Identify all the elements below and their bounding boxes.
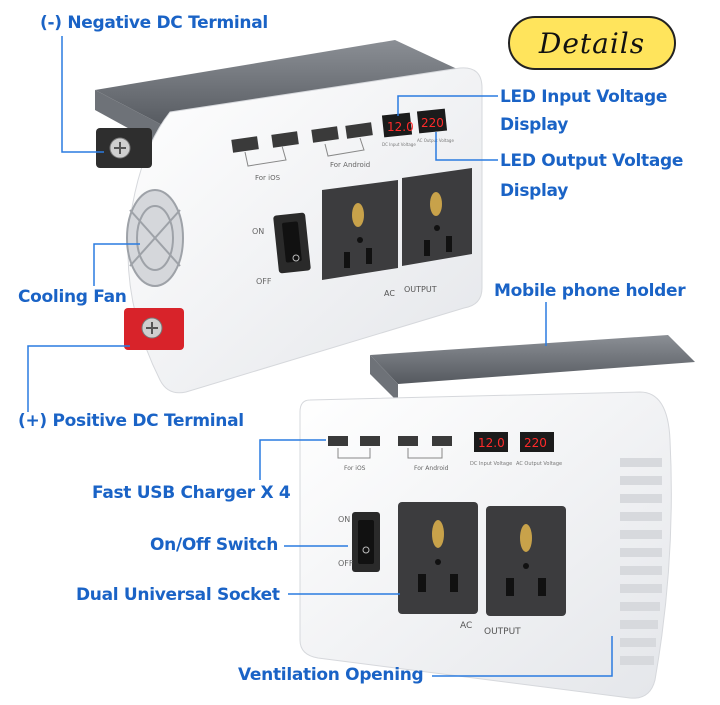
callout-led-input-line1: LED Input Voltage <box>500 87 668 107</box>
callout-cooling-fan: Cooling Fan <box>18 287 127 307</box>
led-output-value-top: 220 <box>421 116 444 130</box>
leader-positive-terminal <box>27 345 130 412</box>
callout-negative-terminal: (-) Negative DC Terminal <box>40 13 268 33</box>
callout-dual-socket: Dual Universal Socket <box>76 585 280 605</box>
details-badge: Details <box>508 16 676 70</box>
output-label-top: OUTPUT <box>404 285 437 294</box>
for-android-label-bottom: For Android <box>414 465 449 472</box>
ac-label-top: AC <box>384 289 395 298</box>
led-output-value-bottom: 220 <box>524 436 547 450</box>
usb-ports-top <box>231 122 373 167</box>
output-label-bottom: OUTPUT <box>484 627 521 637</box>
leader-led-output <box>435 132 498 161</box>
leader-usb-charger <box>259 439 326 480</box>
callout-leader-lines <box>27 36 613 677</box>
led-input-value-top: 12.0 <box>387 120 414 134</box>
led-input-value-bottom: 12.0 <box>478 436 505 450</box>
device-bottom: For iOS For Android 12.0 220 DC Input Vo… <box>299 335 695 699</box>
callout-led-output-line2: Display <box>500 181 568 201</box>
leader-negative-terminal <box>61 36 104 153</box>
phone-holder-top <box>95 40 470 128</box>
negative-terminal <box>96 128 152 168</box>
sockets-top <box>322 168 472 280</box>
on-label-bottom: ON <box>338 515 350 524</box>
led-displays-bottom: 12.0 220 DC Input Voltage AC Output Volt… <box>470 432 562 467</box>
for-ios-label-bottom: For iOS <box>344 465 366 472</box>
leader-ventilation <box>432 636 613 677</box>
leader-cooling-fan <box>93 243 140 286</box>
on-label-top: ON <box>252 227 264 236</box>
callout-led-output-line1: LED Output Voltage <box>500 151 684 171</box>
callout-ventilation: Ventilation Opening <box>238 665 424 685</box>
callout-usb-charger: Fast USB Charger X 4 <box>92 483 291 503</box>
sockets-bottom <box>398 502 566 616</box>
ventilation-slots <box>620 458 662 665</box>
usb-ports-bottom <box>328 436 452 459</box>
callout-led-input-line2: Display <box>500 115 568 135</box>
led-input-caption-bottom: DC Input Voltage <box>470 461 512 467</box>
leader-led-input <box>397 95 498 116</box>
off-label-bottom: OFF <box>338 559 354 568</box>
off-label-top: OFF <box>256 277 272 286</box>
led-output-caption-bottom: AC Output Voltage <box>516 461 562 467</box>
power-switch-top <box>273 212 311 274</box>
ac-label-bottom: AC <box>460 621 472 631</box>
callout-phone-holder: Mobile phone holder <box>494 281 686 301</box>
for-android-label-top: For Android <box>330 161 370 169</box>
callout-positive-terminal: (+) Positive DC Terminal <box>18 411 244 431</box>
callout-on-off-switch: On/Off Switch <box>150 535 279 555</box>
phone-holder-bottom <box>370 335 695 384</box>
details-badge-text: Details <box>538 26 646 60</box>
device-top: For iOS For Android 12.0 220 DC Input Vo… <box>95 40 483 394</box>
for-ios-label-top: For iOS <box>255 174 281 182</box>
cooling-fan-grille <box>126 189 184 287</box>
positive-terminal <box>124 308 184 350</box>
power-switch-bottom <box>352 512 380 572</box>
led-input-caption-top: DC Input Voltage <box>382 142 416 147</box>
